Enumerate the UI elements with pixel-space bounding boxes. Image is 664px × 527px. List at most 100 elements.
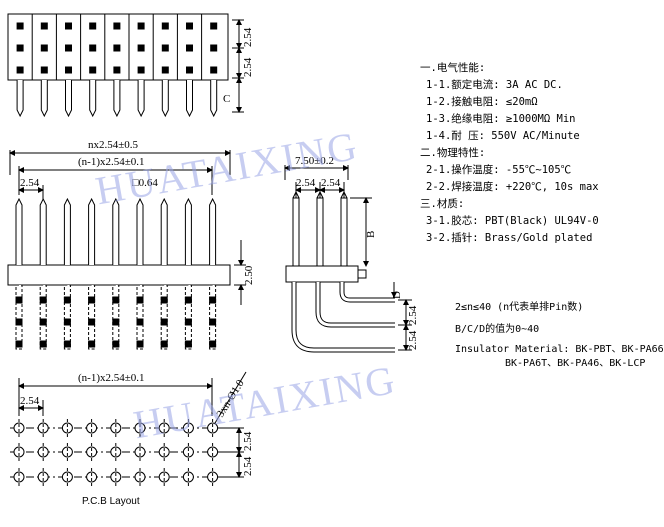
pin-square: [40, 44, 48, 52]
pin-lead: [89, 80, 97, 118]
note-insulator-2: BK-PA6T、BK-PA46、BK-LCP: [505, 358, 646, 369]
pin-lead: [186, 80, 193, 118]
front-pin: [112, 197, 120, 265]
pin-mark: [160, 340, 168, 348]
pin-mark: [39, 318, 47, 326]
pin-mark: [15, 340, 23, 348]
pin-mark: [112, 340, 120, 348]
dim-front-pitch: 2.54: [20, 177, 40, 189]
pin-square: [113, 22, 121, 30]
front-pin-tail: [184, 284, 192, 350]
pin-square: [16, 66, 24, 74]
pin-square: [137, 66, 145, 74]
top-view: [7, 13, 244, 118]
pin-square: [113, 66, 121, 74]
pin-lead: [137, 80, 145, 118]
dim-side-right-2: 2.54: [407, 330, 419, 350]
pcb-layout-caption: P.C.B Layout: [82, 496, 140, 507]
front-pin: [63, 197, 71, 265]
pin-square: [137, 44, 145, 52]
pin-square: [40, 22, 48, 30]
front-pin-tail: [39, 284, 47, 350]
pin-square: [186, 66, 193, 74]
pin-square: [40, 66, 48, 74]
dim-overall-width: nx2.54±0.5: [88, 139, 139, 151]
pin-square: [210, 22, 218, 30]
dim-side-right-1: 2.54: [407, 305, 419, 325]
dim-side-pitch-2: 2.54: [321, 177, 341, 189]
dim-pcb-right-1: 2.54: [242, 431, 254, 451]
pin-mark: [88, 340, 96, 348]
note-bcd-range: B/C/D的值为0~40: [455, 324, 540, 335]
pcb-hole: [13, 471, 25, 483]
pin-mark: [209, 296, 217, 304]
pin-mark: [160, 318, 168, 326]
pcb-hole: [13, 422, 25, 434]
pin-square: [137, 22, 145, 30]
pin-mark: [136, 296, 144, 304]
pin-lead: [113, 80, 121, 118]
pin-square: [210, 44, 218, 52]
spec-line: 2-2.焊接温度: +220℃, 10s max: [426, 181, 599, 193]
spec-line: 1-2.接触电阻: ≤20mΩ: [426, 96, 538, 108]
pcb-hole: [61, 471, 73, 483]
front-pin-tail: [88, 284, 96, 350]
pin-square: [210, 66, 218, 74]
pcb-hole: [86, 446, 98, 458]
pin-square: [16, 44, 24, 52]
pcb-hole: [37, 471, 49, 483]
pin-mark: [136, 340, 144, 348]
note-pin-range: 2≤n≤40 (n代表单排Pin数): [455, 302, 584, 313]
front-pin: [209, 197, 217, 265]
pin-mark: [112, 318, 120, 326]
pin-lead: [161, 80, 169, 118]
pin-mark: [63, 340, 71, 348]
pin-mark: [63, 296, 71, 304]
dim-side-pitch-1: 2.54: [296, 177, 316, 189]
pin-mark: [88, 296, 96, 304]
pin-mark: [209, 318, 217, 326]
pcb-hole: [182, 446, 194, 458]
pcb-hole: [158, 422, 170, 434]
spec-line: 3-1.胶芯: PBT(Black) UL94V-0: [426, 215, 599, 227]
pin-square: [65, 66, 72, 74]
spec-line: 3-2.插针: Brass/Gold plated: [426, 232, 593, 244]
pin-square: [161, 22, 169, 30]
pcb-hole: [86, 471, 98, 483]
pcb-hole: [61, 446, 73, 458]
front-view: [7, 150, 246, 350]
pcb-hole: [182, 471, 194, 483]
front-pin: [39, 197, 47, 265]
pcb-hole: [110, 422, 122, 434]
pin-square: [16, 22, 24, 30]
pcb-hole: [134, 446, 146, 458]
spec-line: 二.物理特性:: [420, 147, 486, 159]
side-view: [284, 165, 412, 353]
front-pin-tail: [112, 284, 120, 350]
pin-mark: [15, 296, 23, 304]
front-pin: [184, 197, 192, 265]
note-insulator-1: Insulator Material: BK-PBT、BK-PA66: [455, 344, 664, 355]
spec-list: 一.电气性能: 1-1.额定电流: 3A AC DC. 1-2.接触电阻: ≤2…: [420, 60, 650, 247]
dim-row-span: (n-1)x2.54±0.1: [78, 156, 145, 168]
pin-mark: [15, 318, 23, 326]
pcb-layout: [10, 371, 247, 486]
dim-c-label: C: [223, 93, 230, 105]
front-pin-tail: [15, 284, 23, 350]
pin-mark: [112, 296, 120, 304]
pin-mark: [39, 340, 47, 348]
pin-square: [65, 44, 72, 52]
front-pin: [160, 197, 168, 265]
dim-b-label: B: [365, 231, 377, 238]
dim-d-label: D: [391, 291, 403, 299]
pcb-hole: [37, 422, 49, 434]
pin-lead: [40, 80, 48, 118]
pcb-hole: [86, 422, 98, 434]
pin-square: [186, 22, 193, 30]
pin-mark: [184, 296, 192, 304]
pin-square: [89, 22, 97, 30]
pin-square: [89, 66, 97, 74]
pin-lead: [65, 80, 72, 118]
front-pin: [15, 197, 23, 265]
